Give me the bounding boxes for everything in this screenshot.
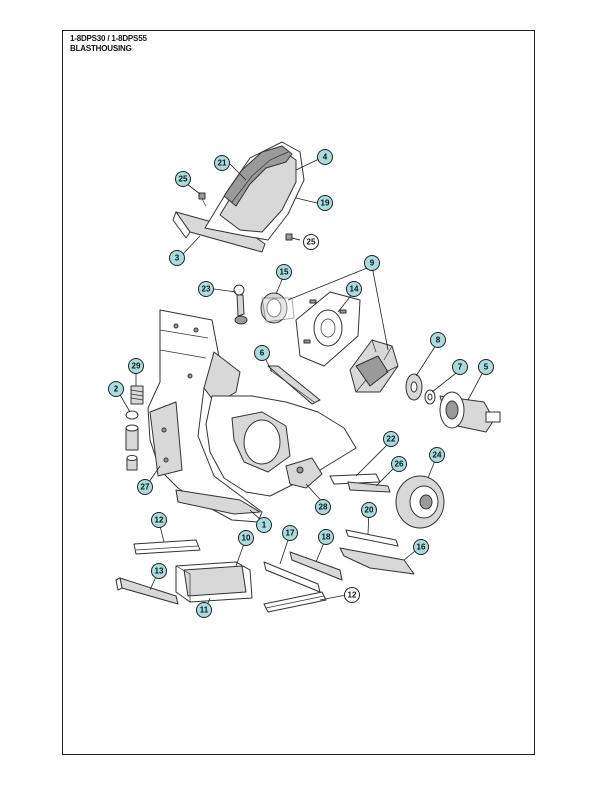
svg-text:1: 1 — [262, 521, 267, 530]
svg-text:11: 11 — [200, 606, 209, 615]
svg-text:6: 6 — [260, 349, 265, 358]
part-5-bearing-housing — [439, 391, 501, 433]
svg-text:12: 12 — [348, 591, 357, 600]
part-25-bolt-top — [198, 192, 207, 207]
svg-text:22: 22 — [387, 435, 396, 444]
part-20-blade — [345, 529, 399, 547]
svg-text:14: 14 — [350, 285, 359, 294]
svg-text:25: 25 — [307, 238, 316, 247]
part-16-liner-strip — [339, 547, 415, 575]
part-23-handle — [233, 284, 248, 325]
callout-1: 1 — [256, 517, 272, 533]
callout-6: 6 — [254, 345, 270, 361]
callout-19: 19 — [317, 195, 333, 211]
part-27-hinge-plate — [149, 401, 183, 477]
svg-text:19: 19 — [321, 199, 330, 208]
callout-23: 23 — [198, 281, 214, 297]
svg-text:4: 4 — [323, 153, 328, 162]
page-frame — [62, 30, 535, 755]
svg-text:2: 2 — [114, 385, 119, 394]
part-15-hub — [260, 292, 295, 324]
callout-12-top: 12 — [151, 512, 167, 528]
callout-29: 29 — [128, 358, 144, 374]
part-19-cover — [204, 141, 305, 241]
svg-text:18: 18 — [322, 533, 331, 542]
part-12-strip-bottom — [263, 591, 327, 613]
svg-text:9: 9 — [370, 259, 375, 268]
part-9-impeller — [349, 339, 399, 393]
model-number: 1-8DPS30 / 1-8DPS55 — [70, 34, 147, 43]
svg-text:13: 13 — [155, 567, 164, 576]
callout-2: 2 — [108, 381, 124, 397]
callout-24: 24 — [429, 447, 445, 463]
svg-text:28: 28 — [319, 503, 328, 512]
callout-7: 7 — [452, 359, 468, 375]
callout-12-bottom: 12 — [344, 587, 360, 603]
part-6-rail — [267, 365, 321, 405]
callout-13: 13 — [151, 563, 167, 579]
svg-text:3: 3 — [175, 254, 180, 263]
callout-14: 14 — [346, 281, 362, 297]
callout-25-right: 25 — [303, 234, 319, 250]
callout-10: 10 — [238, 530, 254, 546]
callout-15: 15 — [276, 264, 292, 280]
svg-text:7: 7 — [458, 363, 463, 372]
part-18-bar — [289, 551, 343, 581]
svg-text:17: 17 — [286, 529, 295, 538]
svg-text:24: 24 — [433, 451, 442, 460]
callout-3: 3 — [169, 250, 185, 266]
callout-25-top: 25 — [175, 171, 191, 187]
part-12-strip-top — [133, 539, 201, 555]
part-24-pulley — [395, 475, 445, 529]
svg-text:12: 12 — [155, 516, 164, 525]
svg-text:8: 8 — [436, 336, 441, 345]
callout-11: 11 — [196, 602, 212, 618]
svg-text:20: 20 — [365, 506, 374, 515]
part-21-liner — [223, 145, 293, 207]
callout-17: 17 — [282, 525, 298, 541]
callout-27: 27 — [137, 479, 153, 495]
part-7-ring — [424, 389, 436, 405]
callout-9: 9 — [364, 255, 380, 271]
part-29-spring — [130, 385, 144, 405]
part-8-disc — [405, 373, 423, 401]
svg-text:23: 23 — [202, 285, 211, 294]
part-13-strip — [115, 577, 179, 605]
svg-text:15: 15 — [280, 268, 289, 277]
callout-28: 28 — [315, 499, 331, 515]
callout-4: 4 — [317, 149, 333, 165]
callout-20: 20 — [361, 502, 377, 518]
svg-text:26: 26 — [395, 460, 404, 469]
svg-text:10: 10 — [242, 534, 251, 543]
svg-text:16: 16 — [417, 543, 426, 552]
part-26-lever — [347, 481, 391, 493]
svg-text:5: 5 — [484, 363, 489, 372]
svg-text:29: 29 — [132, 362, 141, 371]
callout-16: 16 — [413, 539, 429, 555]
callout-26: 26 — [391, 456, 407, 472]
section-title: BLASTHOUSING — [70, 44, 132, 53]
callout-18: 18 — [318, 529, 334, 545]
svg-text:21: 21 — [218, 159, 227, 168]
part-2-bushings — [125, 410, 139, 471]
svg-text:25: 25 — [179, 175, 188, 184]
part-10-frame — [175, 561, 253, 603]
part-28-bracket — [285, 457, 323, 489]
callout-21: 21 — [214, 155, 230, 171]
callout-22: 22 — [383, 431, 399, 447]
part-14-control-plate — [295, 291, 361, 367]
callout-8: 8 — [430, 332, 446, 348]
svg-text:27: 27 — [141, 483, 150, 492]
callout-5: 5 — [478, 359, 494, 375]
